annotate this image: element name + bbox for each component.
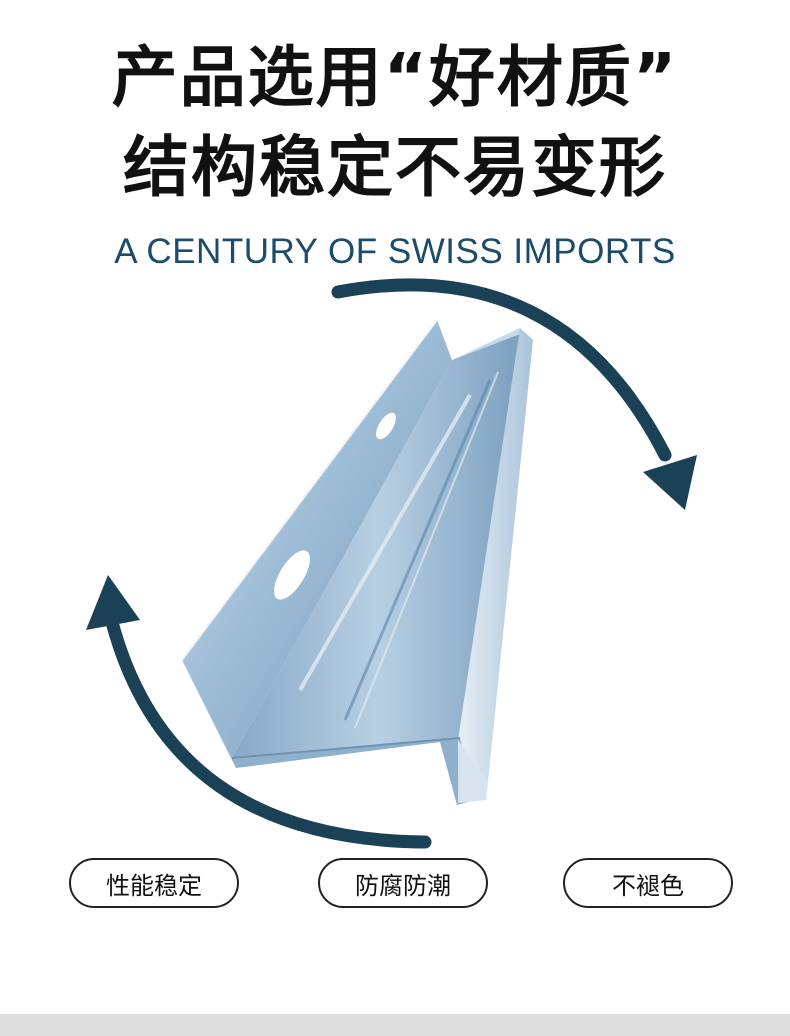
feature-badge-anticorrosion: 防腐防潮	[318, 858, 488, 908]
bottom-divider	[0, 1014, 790, 1036]
feature-label: 不褪色	[612, 871, 684, 900]
feature-label: 防腐防潮	[355, 871, 451, 900]
feature-label: 性能稳定	[106, 871, 202, 900]
steel-channel	[181, 319, 533, 805]
headline-line-2: 结构稳定不易变形	[123, 129, 667, 206]
feature-badge-colorfast: 不褪色	[563, 858, 733, 908]
headline-line-1: 产品选用“好材质”	[111, 39, 679, 116]
curved-arrow-icon	[86, 575, 432, 849]
feature-badge-stable: 性能稳定	[69, 858, 239, 908]
subtitle: A CENTURY OF SWISS IMPORTS	[114, 232, 676, 271]
curved-arrow-icon	[331, 278, 697, 510]
